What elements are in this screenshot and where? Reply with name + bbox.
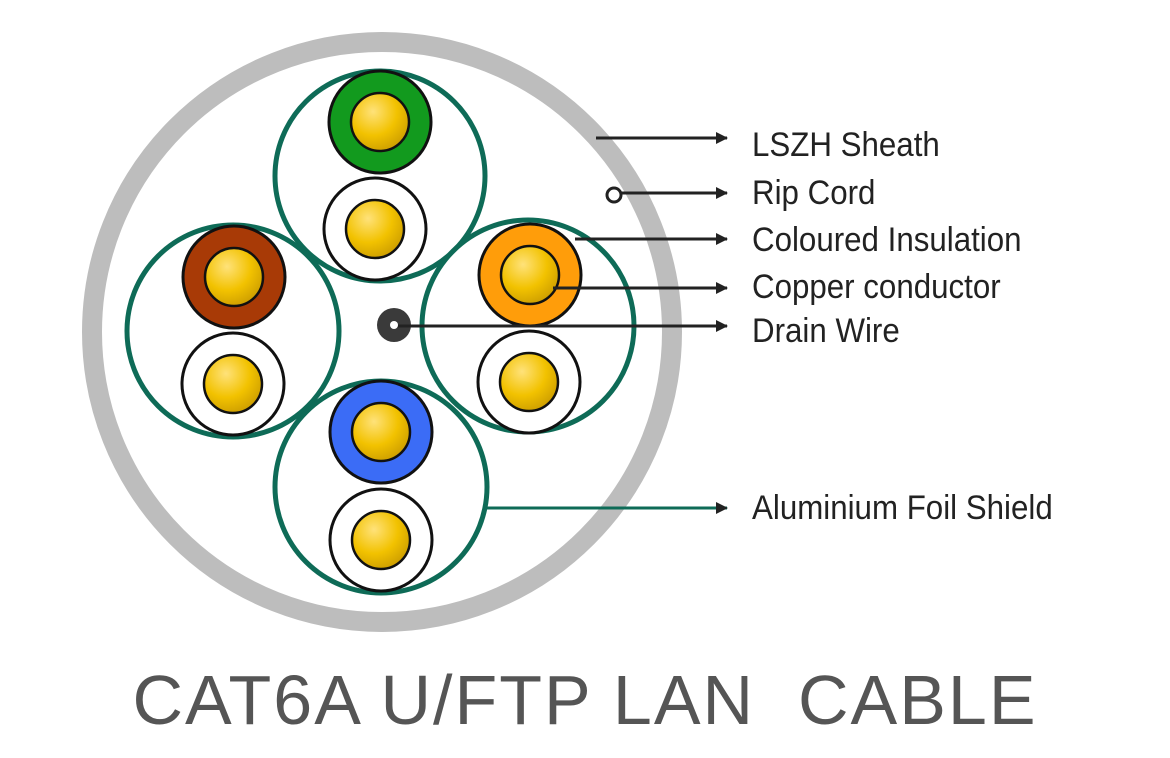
copper-conductor xyxy=(499,244,561,306)
label-rip-cord: Rip Cord xyxy=(752,174,876,212)
label-lszh-sheath: LSZH Sheath xyxy=(752,126,940,164)
copper-conductor xyxy=(350,401,412,463)
label-drain-wire: Drain Wire xyxy=(752,312,900,350)
label-copper-conductor: Copper conductor xyxy=(752,268,1001,306)
copper-conductor xyxy=(202,353,264,415)
copper-conductor xyxy=(350,509,412,571)
diagram-title: CAT6A U/FTP LAN CABLE xyxy=(132,661,1038,739)
label-coloured-insulation: Coloured Insulation xyxy=(752,221,1022,259)
label-aluminium-foil-shield: Aluminium Foil Shield xyxy=(752,489,1053,527)
copper-conductor xyxy=(344,198,406,260)
drain-wire-core xyxy=(390,321,398,329)
rip-cord xyxy=(605,186,623,204)
copper-conductor xyxy=(498,351,560,413)
copper-conductor xyxy=(203,246,265,308)
copper-conductor xyxy=(349,91,411,153)
